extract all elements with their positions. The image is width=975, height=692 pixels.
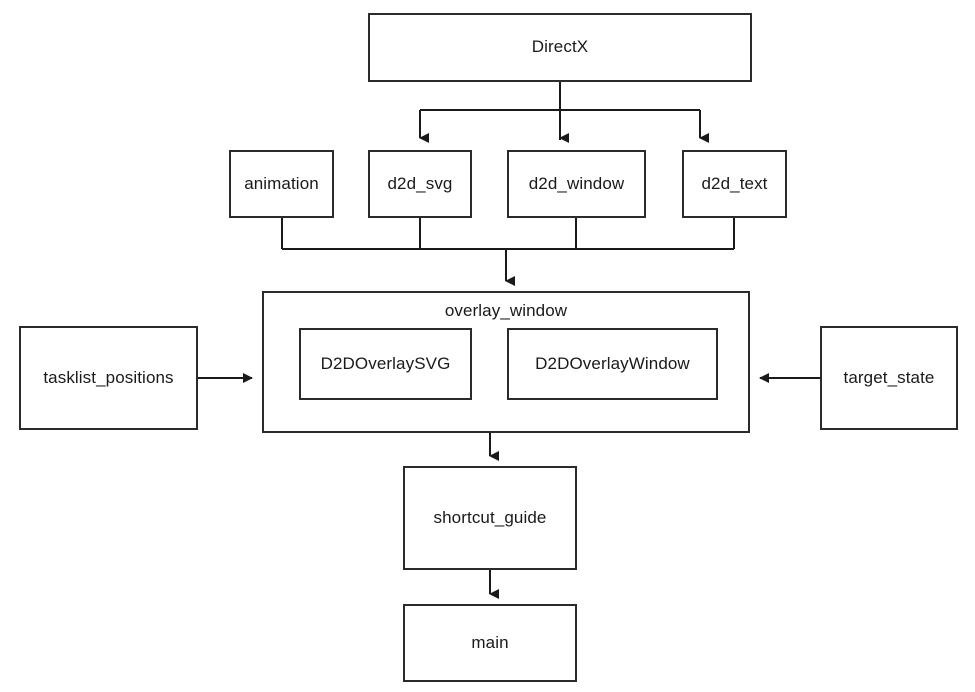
node-d2d-svg-label: d2d_svg xyxy=(387,173,453,193)
node-d2doverlaysvg-label: D2DOverlaySVG xyxy=(320,353,451,373)
node-target-state-label: target_state xyxy=(843,367,935,387)
node-main[interactable]: main xyxy=(403,604,577,682)
node-d2d-text-label: d2d_text xyxy=(701,173,768,193)
node-animation-label: animation xyxy=(244,173,319,193)
node-directx-label: DirectX xyxy=(531,37,589,57)
node-overlay-window-label: overlay_window xyxy=(444,301,568,320)
node-main-label: main xyxy=(471,632,509,652)
node-d2d-window-label: d2d_window xyxy=(528,173,625,193)
node-shortcut-guide[interactable]: shortcut_guide xyxy=(403,466,577,570)
node-d2d-window[interactable]: d2d_window xyxy=(507,150,646,218)
node-tasklist-positions[interactable]: tasklist_positions xyxy=(19,326,198,430)
node-d2d-svg[interactable]: d2d_svg xyxy=(368,150,472,218)
node-shortcut-guide-label: shortcut_guide xyxy=(433,507,547,527)
node-target-state[interactable]: target_state xyxy=(820,326,958,430)
node-animation[interactable]: animation xyxy=(229,150,334,218)
node-overlay-window[interactable]: overlay_window D2DOverlaySVG D2DOverlayW… xyxy=(262,291,750,433)
node-d2doverlaysvg[interactable]: D2DOverlaySVG xyxy=(299,328,472,400)
node-d2d-text[interactable]: d2d_text xyxy=(682,150,787,218)
node-directx[interactable]: DirectX xyxy=(368,13,752,82)
node-tasklist-positions-label: tasklist_positions xyxy=(43,367,174,387)
node-d2doverlaywindow[interactable]: D2DOverlayWindow xyxy=(507,328,718,400)
node-d2doverlaywindow-label: D2DOverlayWindow xyxy=(535,353,690,373)
